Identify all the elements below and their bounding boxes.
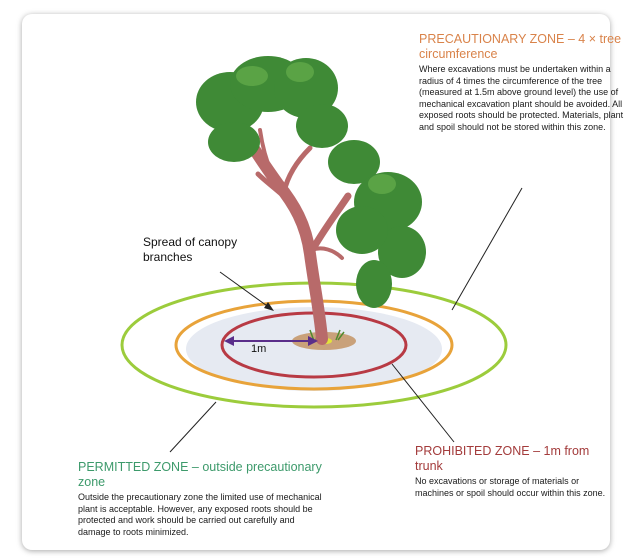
canopy-leader: [219, 271, 271, 309]
precautionary-zone-body: Where excavations must be undertaken wit…: [419, 64, 624, 132]
precautionary-zone-callout: PRECAUTIONARY ZONE – 4 × tree circumfere…: [419, 32, 629, 134]
permitted-leader: [169, 401, 217, 453]
prohibited-zone-title: PROHIBITED ZONE – 1m from trunk: [415, 444, 590, 473]
tree-canopy-highlights: [236, 62, 396, 194]
permitted-zone-callout: PERMITTED ZONE – outside precautionary z…: [78, 460, 323, 538]
one-metre-arrow: [224, 336, 318, 346]
precautionary-zone-title: PRECAUTIONARY ZONE – 4 × tree circumfere…: [419, 32, 622, 61]
leader-lines: [169, 187, 523, 453]
tree-trunk: [244, 128, 352, 345]
permitted-zone-title: PERMITTED ZONE – outside precautionary z…: [78, 460, 322, 489]
prohibited-zone-body: No excavations or storage of materials o…: [415, 476, 606, 498]
prohibited-zone-callout: PROHIBITED ZONE – 1m from trunk No excav…: [415, 444, 615, 499]
precautionary-leader: [451, 187, 523, 311]
canopy-spread-label: Spread of canopy branches: [143, 235, 238, 264]
distance-label: 1m: [251, 343, 267, 355]
prohibited-leader: [391, 363, 455, 443]
permitted-zone-body: Outside the precautionary zone the limit…: [78, 492, 322, 537]
diagram-card: PRECAUTIONARY ZONE – 4 × tree circumfere…: [22, 14, 623, 550]
tree-zone-diagram: [120, 56, 523, 453]
